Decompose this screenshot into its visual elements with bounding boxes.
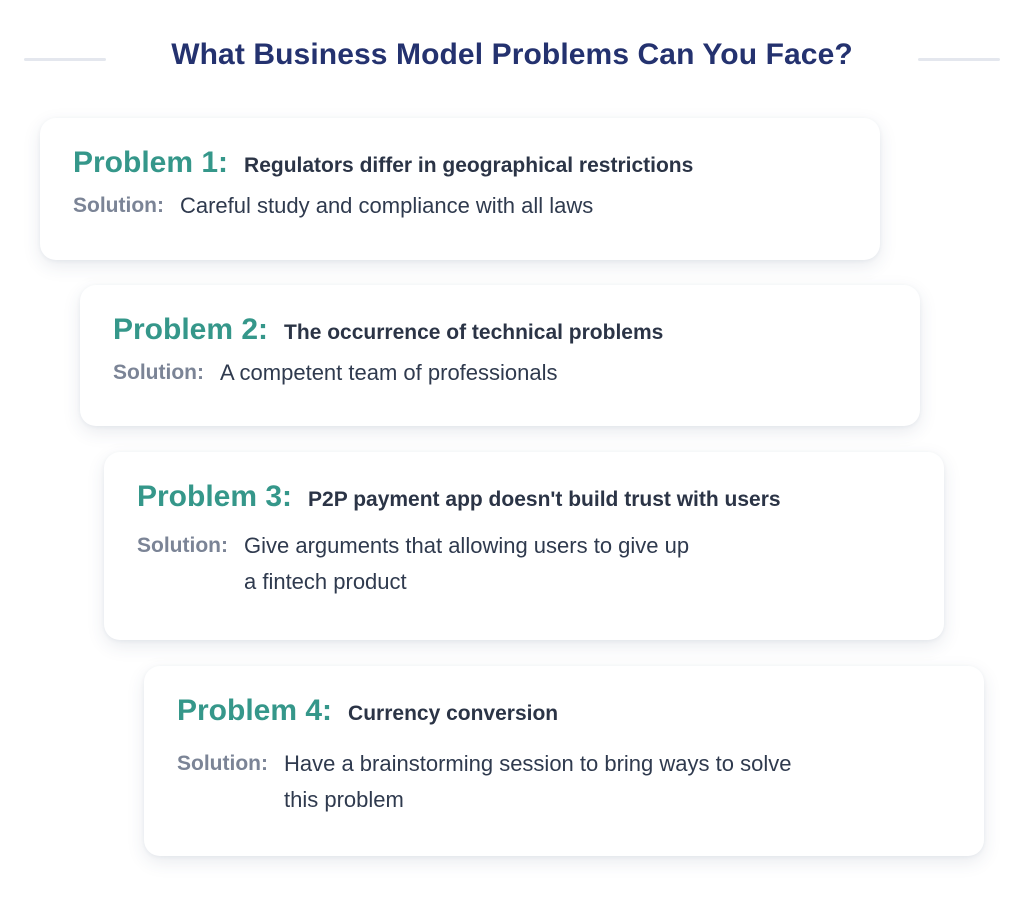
problem-text: Regulators differ in geographical restri… — [244, 154, 694, 177]
problem-row: Problem 3: P2P payment app doesn't build… — [137, 480, 944, 514]
problem-text: Currency conversion — [348, 702, 559, 725]
solution-label: Solution: — [137, 534, 228, 557]
problem-label: Problem 1: — [73, 146, 229, 179]
problem-card-4: Problem 4: Currency conversion Solution:… — [144, 666, 984, 856]
solution-row: Solution: A competent team of profession… — [113, 355, 920, 391]
problem-text: The occurrence of technical problems — [284, 321, 664, 344]
problem-label: Problem 2: — [113, 313, 269, 346]
solution-text: Give arguments that allowing users to gi… — [244, 528, 689, 600]
solution-row: Solution: Careful study and compliance w… — [73, 188, 880, 224]
solution-row: Solution: Give arguments that allowing u… — [137, 528, 944, 600]
title-divider-right — [918, 58, 1000, 61]
solution-line: Have a brainstorming session to bring wa… — [283, 751, 792, 776]
title-row: What Business Model Problems Can You Fac… — [0, 34, 1024, 82]
solution-label: Solution: — [113, 361, 204, 384]
problem-label: Problem 3: — [137, 480, 293, 513]
problem-row: Problem 2: The occurrence of technical p… — [113, 313, 920, 347]
solution-label: Solution: — [177, 752, 268, 775]
solution-text: A competent team of professionals — [219, 360, 558, 385]
solution-line: a fintech product — [243, 569, 407, 594]
title-divider-left — [24, 58, 106, 61]
problem-text: P2P payment app doesn't build trust with… — [308, 488, 781, 511]
solution-row: Solution: Have a brainstorming session t… — [177, 746, 984, 818]
problem-row: Problem 4: Currency conversion — [177, 694, 984, 728]
problem-row: Problem 1: Regulators differ in geograph… — [73, 146, 880, 180]
solution-text: Careful study and compliance with all la… — [179, 193, 594, 218]
solution-line: this problem — [283, 787, 404, 812]
problem-label: Problem 4: — [177, 694, 333, 727]
problem-card-3: Problem 3: P2P payment app doesn't build… — [104, 452, 944, 640]
solution-text: Have a brainstorming session to bring wa… — [284, 746, 791, 818]
solution-label: Solution: — [73, 194, 164, 217]
page-title: What Business Model Problems Can You Fac… — [171, 38, 853, 71]
problem-card-2: Problem 2: The occurrence of technical p… — [80, 285, 920, 426]
solution-line: Give arguments that allowing users to gi… — [243, 533, 690, 558]
problem-card-1: Problem 1: Regulators differ in geograph… — [40, 118, 880, 260]
